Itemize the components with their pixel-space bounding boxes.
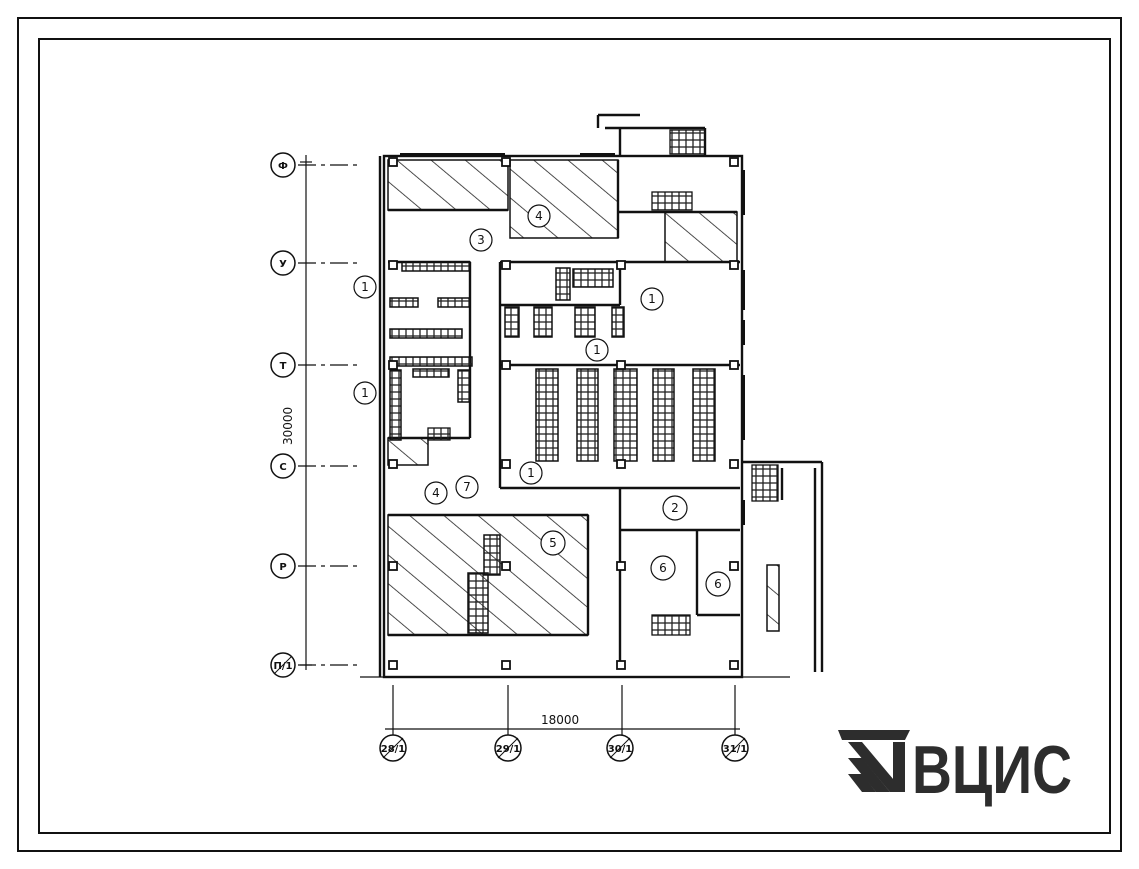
svg-text:Р: Р: [279, 562, 286, 573]
svg-text:7: 7: [463, 480, 471, 494]
axis-marker-column: 30/1: [606, 734, 634, 762]
axis-marker-column: 28/1: [379, 734, 407, 762]
svg-text:1: 1: [361, 386, 369, 400]
walls: [378, 113, 824, 679]
dimension-vertical: 30000: [281, 407, 295, 445]
svg-text:3: 3: [477, 233, 485, 247]
svg-text:6: 6: [659, 561, 667, 575]
svg-text:28/1: 28/1: [381, 744, 406, 755]
axis-marker-row: Т: [270, 352, 296, 378]
room-label: 6: [650, 555, 676, 581]
dimension-horizontal: 18000: [541, 713, 579, 727]
room-label: 4: [424, 481, 448, 505]
stairs: [427, 129, 779, 636]
grid-column-markers: 28/1 29/1 30/1 31/1: [379, 734, 749, 762]
svg-text:29/1: 29/1: [496, 744, 521, 755]
room-label: 3: [469, 228, 493, 252]
room-label: 1: [353, 381, 377, 405]
structural-columns: [388, 157, 739, 670]
svg-text:6: 6: [714, 577, 722, 591]
svg-text:С: С: [279, 462, 286, 473]
svg-text:2: 2: [671, 501, 679, 515]
svg-text:Т: Т: [280, 361, 287, 372]
room-label: 1: [519, 461, 543, 485]
svg-text:1: 1: [593, 343, 601, 357]
room-label: 7: [455, 475, 479, 499]
room-label: 1: [353, 275, 377, 299]
svg-text:5: 5: [549, 536, 557, 550]
room-labels: 1 1 3 4 1 1 1 7 4 5 2 6 6: [353, 204, 731, 597]
outer-frame: [17, 17, 1122, 852]
room-label: 5: [540, 530, 566, 556]
room-label: 6: [705, 571, 731, 597]
axis-marker-row: У: [270, 250, 296, 276]
svg-text:4: 4: [535, 209, 543, 223]
grid-row-markers: Ф У Т С Р П/1: [270, 152, 296, 678]
shelving: [389, 261, 716, 634]
svg-text:П/1: П/1: [274, 661, 293, 672]
logo-text: ВЦИС: [912, 732, 1072, 808]
svg-text:1: 1: [527, 466, 535, 480]
logo-mark-icon: [838, 730, 910, 792]
room-label: 1: [640, 287, 664, 311]
svg-text:1: 1: [361, 280, 369, 294]
svg-text:У: У: [279, 259, 287, 270]
svg-text:Ф: Ф: [278, 161, 288, 172]
axis-marker-row: Ф: [270, 152, 296, 178]
axis-marker-column: 31/1: [721, 734, 749, 762]
axis-marker-row: С: [270, 453, 296, 479]
axis-marker-column: 29/1: [494, 734, 522, 762]
room-label: 4: [527, 204, 551, 228]
inner-frame: [38, 38, 1111, 834]
publisher-logo: ВЦИС: [838, 730, 1072, 808]
svg-text:31/1: 31/1: [723, 744, 748, 755]
room-label: 2: [662, 495, 688, 521]
axis-marker-row: П/1: [270, 652, 296, 678]
svg-text:4: 4: [432, 486, 440, 500]
radiators: [379, 153, 745, 525]
axis-marker-row: Р: [270, 553, 296, 579]
svg-text:30/1: 30/1: [608, 744, 633, 755]
svg-text:1: 1: [648, 292, 656, 306]
room-label: 1: [585, 338, 609, 362]
